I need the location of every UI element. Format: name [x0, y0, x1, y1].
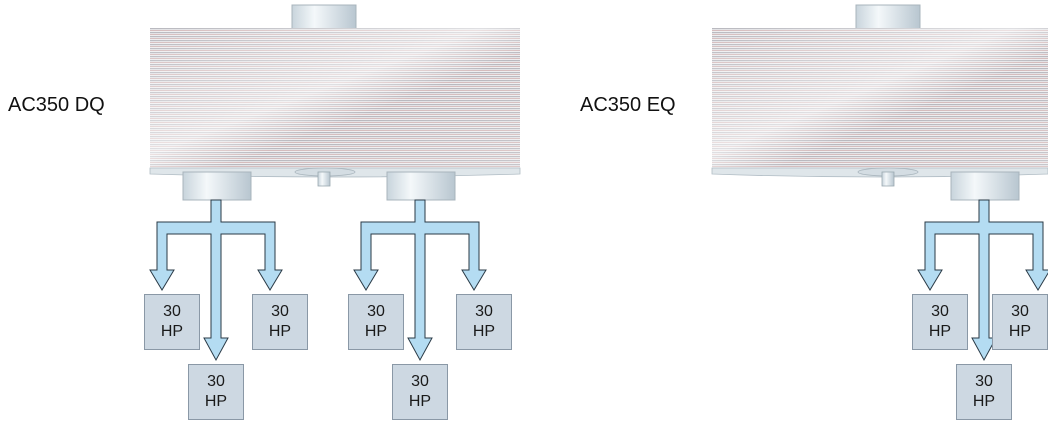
flow-arrow-2 [917, 199, 1048, 362]
hp-unit: HP [204, 393, 228, 410]
cooler-unit-dq [149, 4, 521, 201]
hp-unit: HP [160, 323, 184, 340]
hp-unit: HP [928, 323, 952, 340]
model-label-eq: AC350 EQ [580, 94, 676, 116]
hp-unit: HP [1008, 323, 1032, 340]
outlet-cylinder-right [386, 171, 456, 201]
hp-value: 30 [475, 303, 493, 320]
hp-value: 30 [163, 303, 181, 320]
hp-value: 30 [975, 373, 993, 390]
drain-stub [881, 171, 895, 187]
outlet-cylinder-left [182, 171, 252, 201]
hp-value: 30 [367, 303, 385, 320]
flow-arrow-0 [149, 199, 283, 362]
hp-value: 30 [411, 373, 429, 390]
flow-arrows [149, 199, 1048, 362]
drain-stub [317, 171, 331, 187]
outlet-cylinder [950, 171, 1020, 201]
cooler-unit-eq [711, 4, 1048, 201]
hp-unit: HP [364, 323, 388, 340]
flow-arrow-1 [353, 199, 487, 362]
hp-value: 30 [207, 373, 225, 390]
hp-unit: HP [972, 393, 996, 410]
model-label-dq: AC350 DQ [8, 94, 105, 116]
hp-value: 30 [271, 303, 289, 320]
hp-unit: HP [472, 323, 496, 340]
top-inlet-cylinder [855, 4, 921, 31]
hp-unit: HP [408, 393, 432, 410]
hp-value: 30 [931, 303, 949, 320]
hp-value: 30 [1011, 303, 1029, 320]
hp-unit: HP [268, 323, 292, 340]
top-inlet-cylinder [291, 4, 357, 31]
